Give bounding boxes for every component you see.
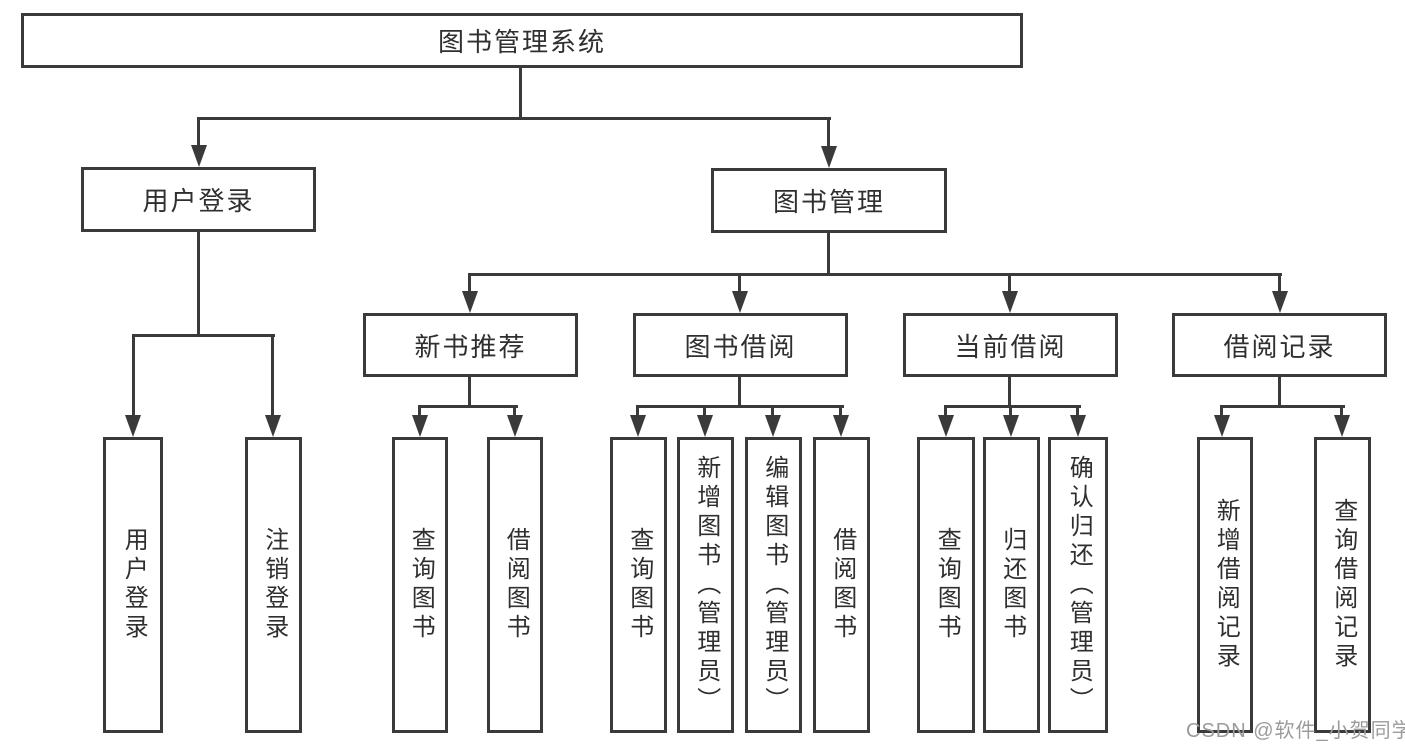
connector-borrow-record-stem	[1278, 377, 1281, 408]
leaf-return-books: 归还图书	[983, 437, 1040, 733]
arrow-down-icon	[1002, 291, 1018, 313]
connector-new-book-stem	[468, 377, 471, 408]
connector-root-stem	[519, 68, 522, 120]
connector-to-login	[132, 334, 135, 417]
connector-leaf	[636, 405, 639, 419]
node-new-book-recommend: 新书推荐	[363, 313, 578, 377]
leaf-user-login: 用户登录	[103, 437, 163, 733]
connector-leaf	[1076, 405, 1079, 419]
node-user-login: 用户登录	[81, 167, 316, 232]
connector-to-user-login	[197, 117, 200, 147]
connector-to-book-mgmt	[827, 117, 830, 147]
connector-leaf	[944, 405, 947, 419]
leaf-confirm-return-admin-label: 确认归还（管理员）	[1065, 454, 1093, 716]
node-book-borrow-label: 图书借阅	[684, 331, 797, 362]
connector-leaf	[771, 405, 774, 419]
connector-leaf	[418, 405, 421, 419]
connector-to-logout	[271, 334, 274, 417]
node-user-login-label: 用户登录	[142, 186, 255, 216]
connector-leaf	[703, 405, 706, 419]
node-root: 图书管理系统	[21, 13, 1023, 68]
node-book-borrow: 图书借阅	[633, 313, 848, 377]
connector-book-borrow-split	[636, 405, 844, 408]
leaf-query-books-3-label: 查询图书	[933, 527, 961, 643]
arrow-down-icon	[1070, 415, 1086, 437]
arrow-down-icon	[821, 146, 837, 168]
arrow-down-icon	[697, 415, 713, 437]
connector-user-login-stem	[197, 232, 200, 337]
connector-to-current-borrow	[1008, 273, 1011, 295]
arrow-down-icon	[732, 291, 748, 313]
connector-leaf	[839, 405, 842, 419]
connector-root-split	[197, 117, 831, 120]
connector-leaf	[513, 405, 516, 419]
arrow-down-icon	[1003, 415, 1019, 437]
leaf-query-books-1-label: 查询图书	[407, 527, 435, 643]
leaf-confirm-return-admin: 确认归还（管理员）	[1048, 437, 1108, 733]
connector-leaf	[1220, 405, 1223, 419]
arrow-down-icon	[1214, 415, 1230, 437]
arrow-down-icon	[191, 145, 207, 167]
leaf-query-books-3: 查询图书	[917, 437, 975, 733]
arrow-down-icon	[938, 415, 954, 437]
arrow-down-icon	[265, 415, 281, 437]
arrow-down-icon	[765, 415, 781, 437]
csdn-watermark: CSDN @软件_小贺同学	[1186, 720, 1405, 742]
connector-leaf	[1009, 405, 1012, 419]
arrow-down-icon	[630, 415, 646, 437]
connector-current-borrow-stem	[1008, 377, 1011, 408]
leaf-return-books-label: 归还图书	[998, 527, 1026, 643]
node-root-label: 图书管理系统	[437, 27, 606, 57]
leaf-query-borrow-record-label: 查询借阅记录	[1329, 498, 1357, 672]
leaf-add-books-admin-label: 新增图书（管理员）	[692, 454, 720, 716]
leaf-query-books-2: 查询图书	[610, 437, 667, 733]
connector-book-mgmt-stem	[827, 233, 830, 276]
connector-to-book-borrow	[738, 273, 741, 295]
arrow-down-icon	[833, 415, 849, 437]
connector-current-borrow-split	[944, 405, 1081, 408]
connector-book-mgmt-split	[468, 273, 1282, 276]
node-new-book-recommend-label: 新书推荐	[414, 331, 527, 362]
arrow-down-icon	[1334, 415, 1350, 437]
connector-leaf	[1340, 405, 1343, 419]
leaf-edit-books-admin-label: 编辑图书（管理员）	[760, 454, 788, 716]
leaf-borrow-books-2: 借阅图书	[813, 437, 870, 733]
connector-new-book-split	[418, 405, 518, 408]
arrow-down-icon	[1272, 291, 1288, 313]
node-book-mgmt-label: 图书管理	[772, 187, 885, 217]
arrow-down-icon	[412, 415, 428, 437]
leaf-borrow-books-1-label: 借阅图书	[502, 527, 530, 643]
node-current-borrow: 当前借阅	[903, 313, 1118, 377]
connector-book-borrow-stem	[738, 377, 741, 408]
connector-to-new-book	[468, 273, 471, 295]
connector-to-borrow-record	[1278, 273, 1281, 295]
leaf-add-books-admin: 新增图书（管理员）	[677, 437, 734, 733]
leaf-logout: 注销登录	[245, 437, 302, 733]
node-borrow-record-label: 借阅记录	[1223, 331, 1336, 362]
leaf-query-borrow-record: 查询借阅记录	[1314, 437, 1371, 733]
node-current-borrow-label: 当前借阅	[954, 331, 1067, 362]
leaf-borrow-books-1: 借阅图书	[487, 437, 543, 733]
leaf-borrow-books-2-label: 借阅图书	[828, 527, 856, 643]
leaf-add-borrow-record-label: 新增借阅记录	[1212, 498, 1240, 672]
arrow-down-icon	[507, 415, 523, 437]
node-book-mgmt: 图书管理	[711, 168, 947, 233]
leaf-logout-label: 注销登录	[260, 527, 288, 643]
leaf-edit-books-admin: 编辑图书（管理员）	[745, 437, 802, 733]
leaf-query-books-2-label: 查询图书	[625, 527, 653, 643]
node-borrow-record: 借阅记录	[1172, 313, 1387, 377]
connector-borrow-record-split	[1220, 405, 1345, 408]
leaf-add-borrow-record: 新增借阅记录	[1197, 437, 1253, 733]
arrow-down-icon	[462, 291, 478, 313]
arrow-down-icon	[125, 415, 141, 437]
connector-user-login-split	[132, 334, 275, 337]
leaf-query-books-1: 查询图书	[392, 437, 448, 733]
leaf-user-login-label: 用户登录	[120, 527, 148, 643]
